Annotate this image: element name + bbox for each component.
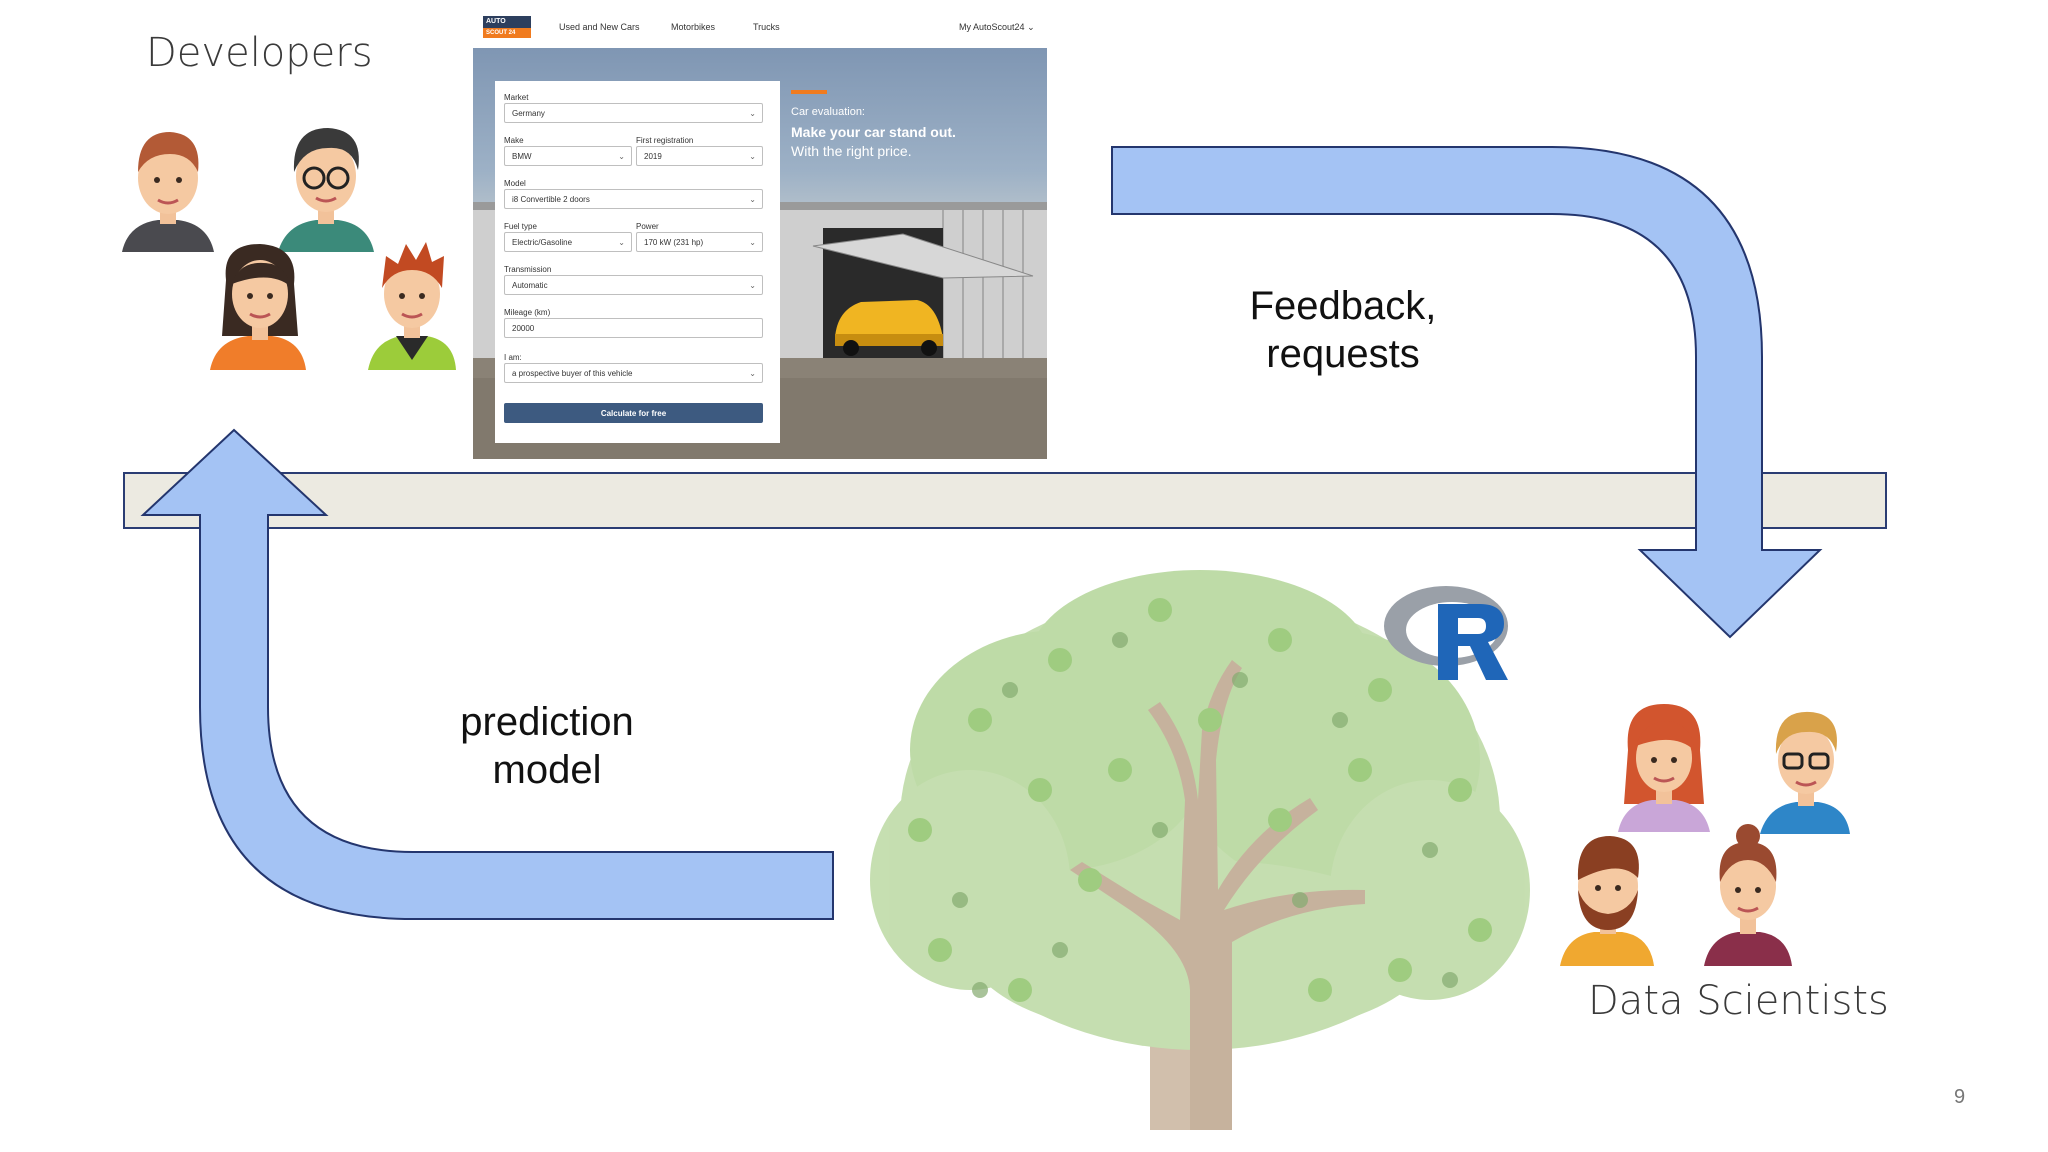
- hero-line1: Car evaluation:: [791, 106, 865, 118]
- model-value: i8 Convertible 2 doors: [512, 195, 590, 204]
- nav-account[interactable]: My AutoScout24 ⌄: [959, 22, 1035, 33]
- make-select[interactable]: BMW ⌄: [504, 146, 632, 166]
- power-label: Power: [636, 222, 659, 231]
- nav-motorbikes[interactable]: Motorbikes: [671, 22, 716, 32]
- model-label: Model: [504, 179, 526, 188]
- feedback-arrow: [1111, 146, 1823, 639]
- app-screenshot: AUTO SCOUT 24 Used and New Cars Motorbik…: [473, 10, 1047, 459]
- chevron-down-icon: ⌄: [749, 109, 756, 118]
- data-scientist-avatar-3-icon: [1560, 836, 1654, 966]
- fuel-type-value: Electric/Gasoline: [512, 238, 573, 247]
- transmission-select[interactable]: Automatic ⌄: [504, 275, 763, 295]
- prediction-arrow: [140, 428, 834, 920]
- calculate-button[interactable]: Calculate for free: [504, 403, 763, 423]
- autoscout-logo[interactable]: AUTO SCOUT 24: [483, 16, 531, 41]
- transmission-value: Automatic: [512, 281, 548, 290]
- market-value: Germany: [512, 109, 545, 118]
- mileage-input[interactable]: 20000: [504, 318, 763, 338]
- first-registration-label: First registration: [636, 136, 694, 145]
- developer-avatar-1-icon: [122, 132, 214, 252]
- fuel-type-select[interactable]: Electric/Gasoline ⌄: [504, 232, 632, 252]
- mileage-label: Mileage (km): [504, 308, 551, 317]
- feedback-label-line2: requests: [1266, 332, 1420, 376]
- nav-used-new-cars[interactable]: Used and New Cars: [559, 22, 640, 32]
- chevron-down-icon: ⌄: [749, 238, 756, 247]
- first-registration-select[interactable]: 2019 ⌄: [636, 146, 763, 166]
- horizontal-band: [123, 472, 1887, 529]
- iam-value: a prospective buyer of this vehicle: [512, 369, 633, 378]
- prediction-label-line2: model: [492, 748, 602, 792]
- market-select[interactable]: Germany ⌄: [504, 103, 763, 123]
- model-select[interactable]: i8 Convertible 2 doors ⌄: [504, 189, 763, 209]
- prediction-label: prediction model: [412, 698, 682, 794]
- market-label: Market: [504, 93, 529, 102]
- hero-line2: Make your car stand out.: [791, 124, 956, 140]
- logo-top-text: AUTO: [483, 16, 531, 28]
- chevron-down-icon: ⌄: [749, 152, 756, 161]
- page-number: 9: [1954, 1086, 1966, 1108]
- developers-group: [122, 128, 456, 370]
- chevron-down-icon: ⌄: [749, 369, 756, 378]
- data-scientist-avatar-1-icon: [1618, 704, 1710, 832]
- developer-avatar-3-icon: [210, 244, 306, 370]
- data-scientist-avatar-2-icon: [1760, 711, 1850, 834]
- tree-illustration-icon: [870, 570, 1530, 1130]
- mileage-value: 20000: [512, 324, 535, 333]
- iam-select[interactable]: a prospective buyer of this vehicle ⌄: [504, 363, 763, 383]
- hero-line3: With the right price.: [791, 143, 912, 159]
- fuel-type-label: Fuel type: [504, 222, 537, 231]
- hero-text: Car evaluation: Make your car stand out.…: [791, 106, 1031, 159]
- power-select[interactable]: 170 kW (231 hp) ⌄: [636, 232, 763, 252]
- power-value: 170 kW (231 hp): [644, 238, 704, 247]
- chevron-down-icon: ⌄: [618, 152, 625, 161]
- data-scientist-avatar-4-icon: [1704, 824, 1792, 966]
- developer-avatar-2-icon: [278, 128, 374, 252]
- chevron-down-icon: ⌄: [749, 281, 756, 290]
- transmission-label: Transmission: [504, 265, 552, 274]
- feedback-label-line1: Feedback,: [1249, 284, 1437, 328]
- data-scientists-group: [1560, 704, 1850, 966]
- developer-avatar-4-icon: [368, 242, 456, 370]
- app-nav-bar: AUTO SCOUT 24 Used and New Cars Motorbik…: [473, 10, 1047, 48]
- chevron-down-icon: ⌄: [618, 238, 625, 247]
- logo-bottom-text: SCOUT 24: [483, 28, 531, 38]
- evaluation-form: Market Germany ⌄ Make BMW ⌄ First registra…: [495, 81, 780, 443]
- prediction-label-line1: prediction: [460, 700, 634, 744]
- r-logo-icon: [1384, 586, 1508, 680]
- first-registration-value: 2019: [644, 152, 662, 161]
- nav-trucks[interactable]: Trucks: [753, 22, 780, 32]
- make-value: BMW: [512, 152, 532, 161]
- data-scientists-title: Data Scientists: [1588, 978, 1889, 1024]
- make-label: Make: [504, 136, 524, 145]
- iam-label: I am:: [504, 353, 522, 362]
- hero-section: Car evaluation: Make your car stand out.…: [473, 48, 1047, 459]
- account-label: My AutoScout24: [959, 22, 1025, 32]
- hero-accent-bar: [791, 90, 827, 94]
- chevron-down-icon: ⌄: [749, 195, 756, 204]
- chevron-down-icon: ⌄: [1027, 22, 1035, 32]
- developers-title: Developers: [146, 30, 373, 76]
- feedback-label: Feedback, requests: [1208, 282, 1478, 378]
